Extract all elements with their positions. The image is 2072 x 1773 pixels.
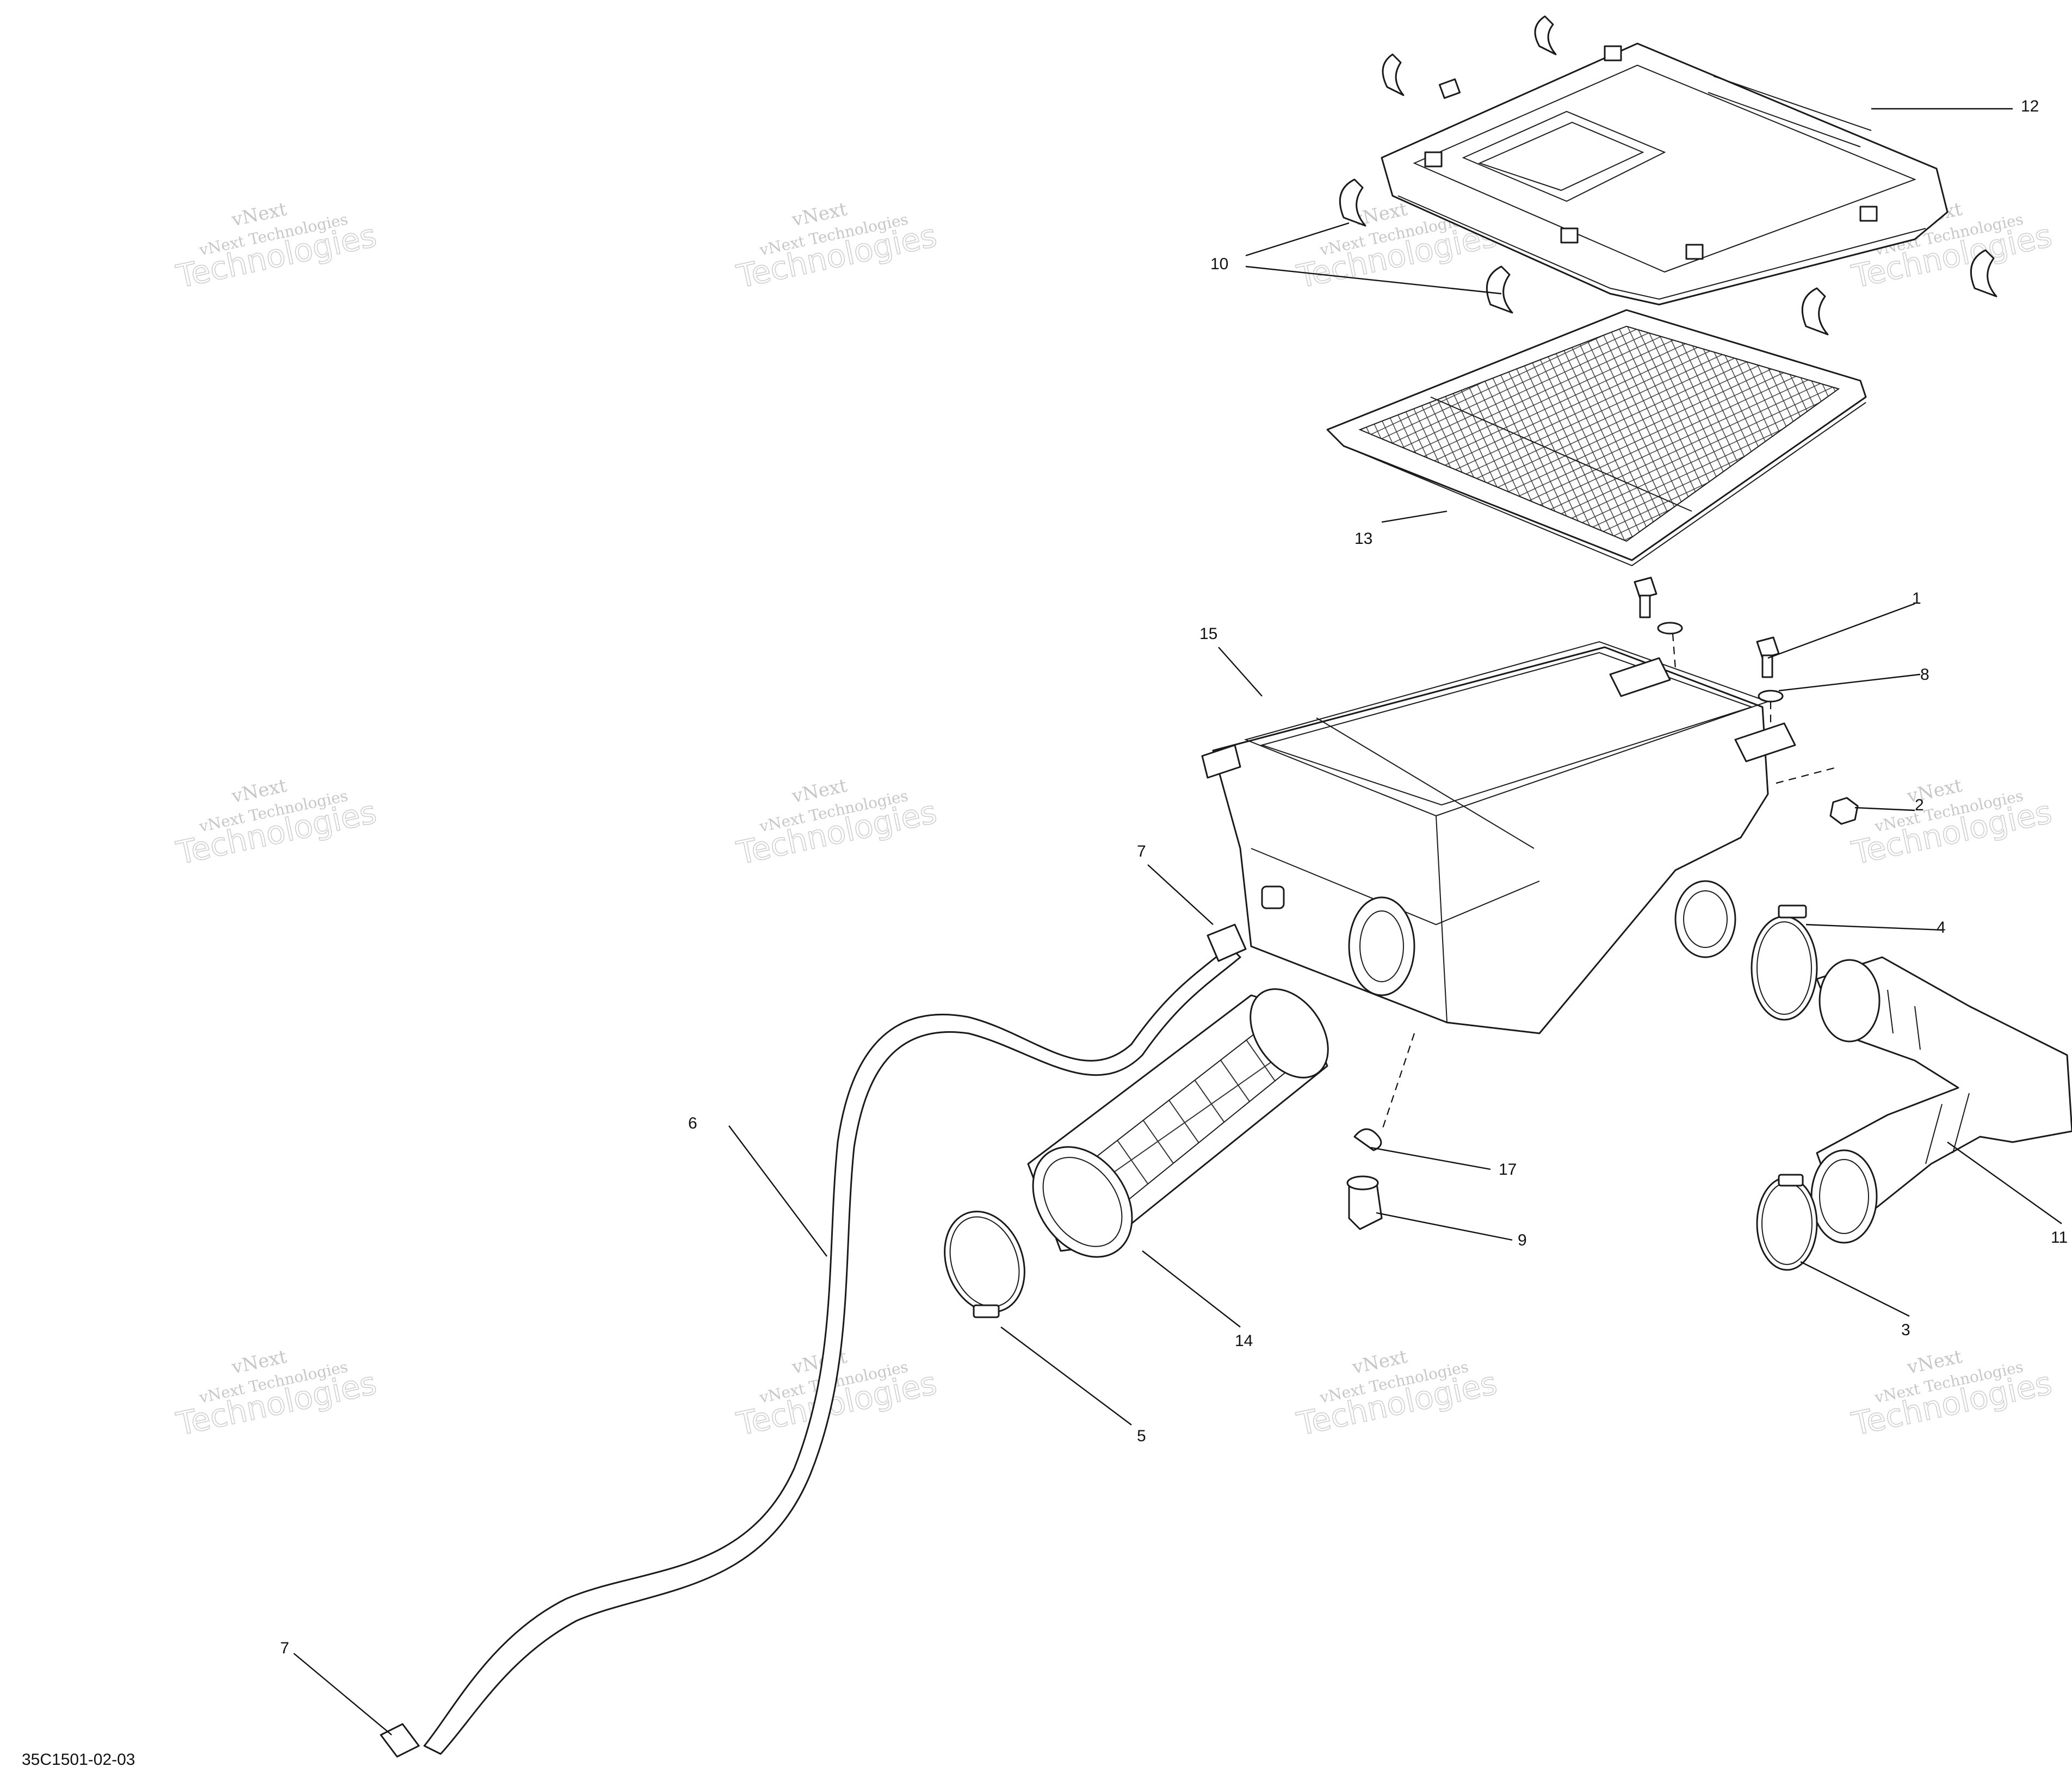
watermark: vNext vNext Technologies Technologies	[172, 198, 380, 295]
callout-3: 3	[1901, 1321, 1910, 1339]
watermark: vNext vNext Technologies Technologies	[733, 198, 940, 295]
watermark: vNext vNext Technologies Technologies	[172, 1346, 380, 1443]
callout-17: 17	[1499, 1161, 1517, 1179]
drain-hose	[380, 923, 1247, 1758]
callout-5: 5	[1137, 1427, 1146, 1445]
watermark: vNext vNext Technologies Technologies	[1848, 1346, 2055, 1443]
watermark: vNext vNext Technologies Technologies	[1848, 774, 2055, 872]
hose-clamp-5	[944, 1211, 1025, 1318]
airbox-housing	[1201, 641, 1796, 1034]
callout-13: 13	[1354, 530, 1372, 548]
callout-4: 4	[1937, 919, 1946, 937]
callout-11: 11	[2051, 1229, 2068, 1247]
air-filter	[1326, 309, 1867, 567]
airbox-cover	[1381, 42, 1949, 306]
callout-15: 15	[1199, 625, 1217, 643]
watermark: vNext vNext Technologies Technologies	[1293, 1346, 1500, 1443]
leader-lines	[293, 108, 2062, 1735]
callout-7-top: 7	[1137, 842, 1146, 860]
callout-6: 6	[688, 1114, 697, 1132]
callout-7-bottom: 7	[280, 1639, 289, 1657]
callout-1: 1	[1912, 590, 1921, 607]
callout-14: 14	[1235, 1332, 1253, 1350]
outlet-duct	[1810, 956, 2072, 1244]
watermark: vNext vNext Technologies Technologies	[172, 774, 380, 872]
callout-8: 8	[1920, 666, 1929, 684]
callouts: 12 10 13 15 1 8 2 4 7 6 17 9 11 3 14 5 7	[280, 97, 2068, 1657]
figure-id: 35C1501-02-03	[22, 1751, 135, 1769]
callout-10: 10	[1210, 255, 1228, 273]
watermark: vNext vNext Technologies Technologies	[733, 774, 940, 872]
callout-12: 12	[2021, 97, 2039, 115]
callout-2: 2	[1915, 796, 1924, 814]
hose-clamp-3	[1756, 1174, 1818, 1271]
retaining-clips	[1339, 15, 1997, 336]
drain-valve	[1346, 1033, 1415, 1230]
callout-9: 9	[1518, 1231, 1527, 1249]
hose-clamp-4	[1751, 904, 1818, 1021]
intake-bellows	[1027, 988, 1329, 1258]
